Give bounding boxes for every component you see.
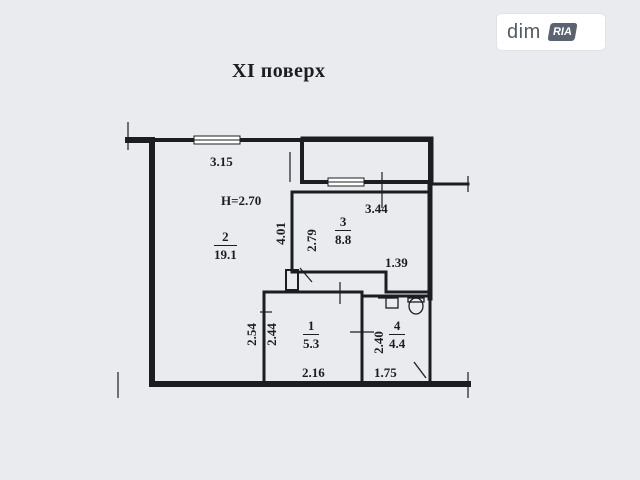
bathtub-icon xyxy=(385,297,399,309)
room-4-label: 4 4.4 xyxy=(389,319,406,351)
room-area: 19.1 xyxy=(214,247,237,262)
ceiling-height-label: H=2.70 xyxy=(221,193,262,208)
dim-room1-inner: 2.44 xyxy=(263,323,279,346)
room1-wall xyxy=(262,290,432,386)
dim-room2-side: 4.01 xyxy=(272,222,288,245)
room-area: 4.4 xyxy=(389,336,406,351)
room-1-label: 1 5.3 xyxy=(303,319,320,351)
dim-room2-width: 3.15 xyxy=(210,154,233,169)
room-number: 3 xyxy=(335,215,352,231)
room3-wall xyxy=(290,190,432,294)
dim-room1-width: 2.16 xyxy=(302,365,325,380)
dim-room1-outer: 2.54 xyxy=(243,323,259,346)
outer-wall-top xyxy=(150,138,432,184)
logo-dim-text: dim xyxy=(507,20,541,43)
toilet-icon xyxy=(408,297,424,315)
logo-ria-badge: RIA xyxy=(547,23,578,41)
floor-title: XI поверх xyxy=(232,60,326,82)
room-2-label: 2 19.1 xyxy=(214,230,237,261)
dim-room3-height: 2.79 xyxy=(303,229,319,252)
room-area: 8.8 xyxy=(335,232,352,247)
dim-ria-logo: dim RIA xyxy=(497,14,605,50)
room-number: 4 xyxy=(389,319,406,335)
room-number: 1 xyxy=(303,319,320,335)
dim-room3-step: 1.39 xyxy=(385,255,408,270)
dim-room4-width: 1.75 xyxy=(374,365,397,380)
column xyxy=(285,269,299,291)
room-area: 5.3 xyxy=(303,336,320,351)
outer-wall xyxy=(125,137,471,387)
room-3-label: 3 8.8 xyxy=(335,215,352,247)
room-number: 2 xyxy=(214,230,237,246)
dim-room4-height: 2.40 xyxy=(370,331,386,354)
balcony-outline xyxy=(300,136,470,186)
dim-room3-width: 3.44 xyxy=(365,201,388,216)
